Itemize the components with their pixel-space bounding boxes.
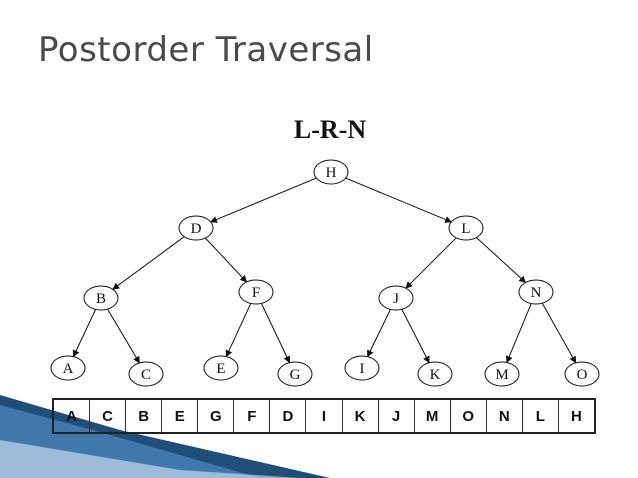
node-label: N — [531, 285, 542, 301]
tree-node-J: J — [378, 285, 414, 311]
node-ellipse — [518, 279, 554, 305]
tree-node-E: E — [203, 355, 239, 381]
sequence-cell: G — [198, 400, 235, 432]
edge-H-D — [210, 177, 317, 223]
edge-J-K — [401, 309, 430, 364]
sequence-cell: E — [162, 400, 199, 432]
node-ellipse — [178, 215, 214, 241]
node-label: G — [290, 367, 301, 383]
sequence-cell: J — [379, 400, 415, 432]
sequence-cell: B — [126, 400, 163, 432]
sequence-cell: K — [343, 400, 379, 432]
node-ellipse — [344, 355, 380, 381]
edge-D-B — [112, 236, 185, 290]
node-label: L — [461, 221, 470, 237]
edge-N-O — [541, 302, 577, 364]
tree-node-N: N — [518, 279, 554, 305]
edge-F-E — [225, 303, 252, 358]
tree-node-B: B — [83, 285, 119, 311]
node-label: C — [141, 367, 151, 383]
tree-node-L: L — [448, 215, 484, 241]
node-ellipse — [238, 279, 274, 305]
sequence-cell: M — [415, 400, 451, 432]
edge-N-M — [505, 303, 532, 364]
node-ellipse — [564, 361, 600, 387]
sequence-cell: A — [54, 400, 91, 432]
node-ellipse — [313, 159, 349, 185]
sequence-cell: L — [523, 400, 559, 432]
node-label: D — [191, 221, 202, 237]
edge-D-F — [205, 237, 248, 283]
sequence-cell: O — [451, 400, 487, 432]
edge-H-L — [345, 177, 452, 223]
tree-node-K: K — [417, 361, 453, 387]
edge-F-G — [260, 303, 291, 364]
node-label: K — [430, 367, 441, 383]
node-ellipse — [448, 215, 484, 241]
tree-nodes: H D L B F J N A C E G I K M O — [50, 159, 600, 387]
tree-node-I: I — [344, 355, 380, 381]
tree-node-G: G — [277, 361, 313, 387]
sequence-cell: D — [270, 400, 307, 432]
tree-edges — [72, 177, 577, 364]
node-ellipse — [484, 361, 520, 387]
node-label: A — [63, 361, 74, 377]
node-ellipse — [417, 361, 453, 387]
tree-node-H: H — [313, 159, 349, 185]
node-label: I — [360, 361, 365, 377]
node-label: O — [577, 367, 588, 383]
traversal-order-label: L-R-N — [293, 115, 367, 144]
tree-node-O: O — [564, 361, 600, 387]
edge-B-C — [107, 308, 140, 364]
node-label: H — [326, 165, 337, 181]
edge-L-N — [476, 237, 527, 283]
tree-node-A: A — [50, 355, 86, 381]
tree-node-C: C — [128, 361, 164, 387]
edge-L-J — [405, 237, 457, 289]
sequence-cell: N — [487, 400, 523, 432]
edge-J-I — [367, 309, 391, 358]
node-label: B — [96, 291, 106, 307]
node-ellipse — [128, 361, 164, 387]
node-ellipse — [203, 355, 239, 381]
node-label: F — [252, 285, 260, 301]
node-label: J — [393, 291, 399, 307]
node-ellipse — [378, 285, 414, 311]
sequence-cell: C — [90, 400, 127, 432]
node-label: M — [495, 367, 508, 383]
slide-title: Postorder Traversal — [38, 30, 374, 70]
sequence-cell: I — [306, 400, 343, 432]
node-ellipse — [83, 285, 119, 311]
node-ellipse — [50, 355, 86, 381]
sequence-cell: H — [570, 407, 582, 425]
sequence-cell: F — [234, 400, 271, 432]
tree-node-F: F — [238, 279, 274, 305]
tree-node-D: D — [178, 215, 214, 241]
tree-node-M: M — [484, 361, 520, 387]
node-label: E — [216, 361, 225, 377]
node-ellipse — [277, 361, 313, 387]
edge-B-A — [72, 309, 97, 358]
